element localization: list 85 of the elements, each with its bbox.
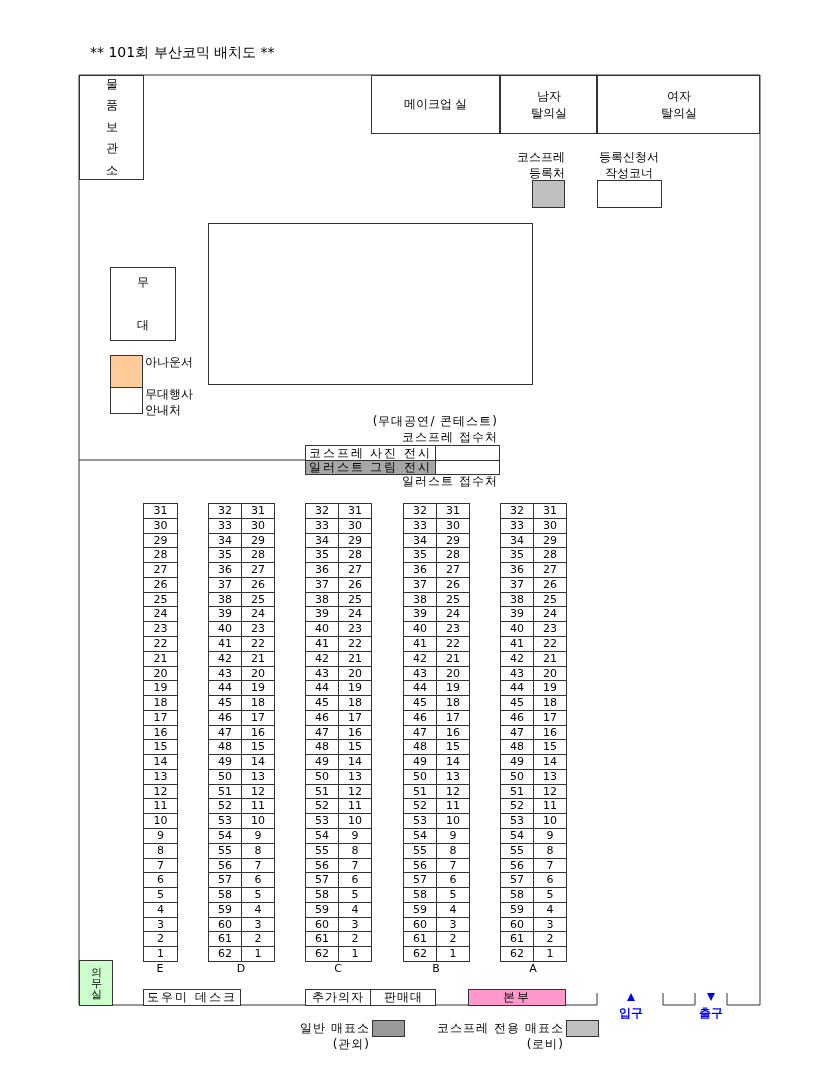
booth-number: 22: [143, 635, 178, 652]
booth-number: 62: [208, 946, 242, 962]
room-label: 본부: [503, 989, 531, 1006]
room-box: [79, 75, 144, 180]
room-label: 추가의자: [312, 989, 364, 1006]
booth-number: 5: [143, 887, 178, 903]
booth-number: 31: [143, 503, 178, 519]
room-label: 판매대: [383, 989, 423, 1006]
room-label: 남자 탈의실: [529, 88, 568, 121]
row-letter: C: [333, 962, 343, 975]
door-label: 입구: [618, 1005, 644, 1022]
booth-number: 11: [143, 798, 178, 815]
booth-number: 19: [143, 680, 178, 697]
booth-number: 31: [241, 503, 275, 519]
room-label: 메이크업 실: [403, 96, 468, 113]
room-label: 도우미 데스크: [147, 989, 237, 1006]
area-label: (무대공연/ 콘테스트) 코스프레 접수처: [371, 414, 498, 446]
booth-number: 18: [143, 695, 178, 711]
booth-number: 20: [143, 665, 178, 682]
booth-number: 12: [143, 783, 178, 800]
booth-number: 1: [436, 946, 470, 962]
area-label: 일러스트 접수처: [401, 474, 498, 490]
booth-number: 31: [436, 503, 470, 519]
booth-number: 32: [403, 503, 437, 519]
booth-number: 31: [338, 503, 372, 519]
room-label: 일러스트 그림 전시: [308, 459, 433, 476]
booth-number: 7: [143, 857, 178, 874]
booth-number: 28: [143, 547, 178, 564]
booth-number: 32: [208, 503, 242, 519]
floor-area: [208, 223, 533, 385]
booth-number: 62: [500, 946, 534, 962]
room-box: [500, 75, 597, 134]
booth-number: 2: [143, 931, 178, 948]
booth-number: 15: [143, 739, 178, 756]
booth-number: 1: [143, 946, 178, 962]
booth-number: 1: [241, 946, 275, 962]
booth-number: 10: [143, 813, 178, 829]
row-letter: D: [235, 962, 247, 975]
booth-number: 30: [143, 517, 178, 534]
legend-label: 코스프레 전용 매표소 (로비): [436, 1020, 564, 1053]
room-label: 물품보관소: [104, 75, 119, 179]
booth-number: 21: [143, 650, 178, 667]
room-label: 여자 탈의실: [659, 88, 698, 121]
legend-label: 일반 매표소 (관외): [299, 1020, 370, 1053]
booth-number: 26: [143, 576, 178, 593]
booth-number: 14: [143, 754, 178, 770]
booth-number: 27: [143, 562, 178, 578]
page-title: ** 101회 부산코믹 배치도 **: [90, 44, 275, 62]
row-letter: E: [155, 962, 165, 975]
room-box: [371, 75, 500, 134]
room-box: [79, 960, 113, 1006]
booth-number: 1: [338, 946, 372, 962]
booth-number: 4: [143, 901, 178, 918]
area-label: 무대행사 안내처: [145, 387, 194, 419]
row-letter: B: [431, 962, 441, 975]
area-label: 아나운서: [145, 355, 194, 371]
booth-number: 29: [143, 532, 178, 549]
booth-number: 32: [500, 503, 534, 519]
booth-number: 1: [533, 946, 567, 962]
booth-number: 17: [143, 709, 178, 726]
room-box: [305, 989, 371, 1006]
room-box: [468, 989, 566, 1006]
booth-number: 32: [305, 503, 339, 519]
booth-number: 31: [533, 503, 567, 519]
room-box: [110, 267, 176, 341]
area-label: 코스프레 등록처: [516, 150, 565, 182]
door-label: 출구: [698, 1005, 724, 1022]
booth-number: 8: [143, 842, 178, 859]
booth-number: 62: [403, 946, 437, 962]
room-box: [597, 75, 760, 134]
booth-number: 6: [143, 872, 178, 889]
booth-number: 13: [143, 768, 178, 785]
booth-number: 23: [143, 621, 178, 637]
booth-number: 3: [143, 916, 178, 933]
row-letter: A: [528, 962, 538, 975]
room-label: 코스프레 사진 전시: [308, 444, 433, 462]
booth-number: 25: [143, 591, 178, 608]
room-label: 무대: [136, 273, 150, 334]
booth-number: 24: [143, 606, 178, 623]
room-box: [370, 989, 436, 1006]
area-label: 등록신청서 작성코너: [598, 150, 660, 182]
booth-number: 9: [143, 828, 178, 844]
room-label: 의무실: [89, 966, 103, 1000]
booth-number: 62: [305, 946, 339, 962]
booth-number: 16: [143, 724, 178, 741]
